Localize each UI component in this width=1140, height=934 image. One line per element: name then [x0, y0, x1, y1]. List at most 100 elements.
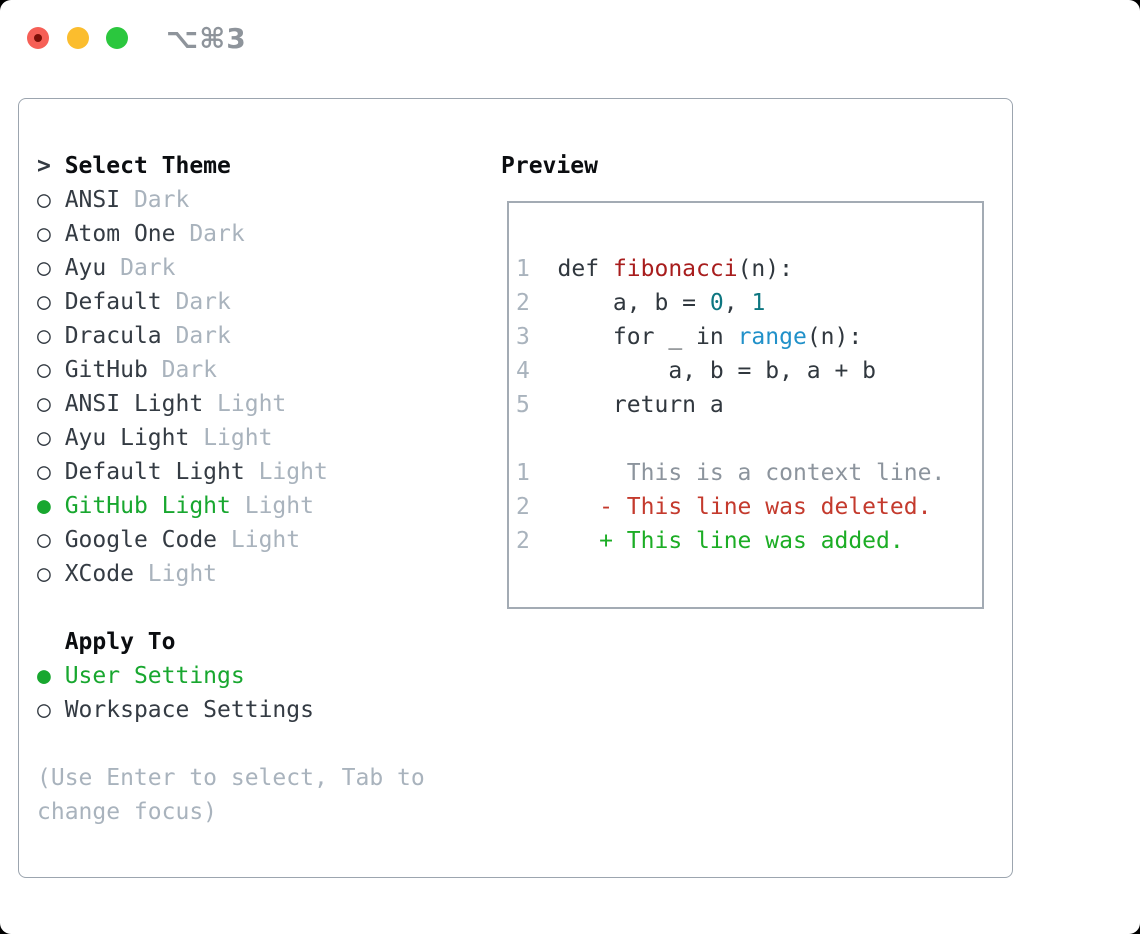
radio-icon: ○	[37, 323, 65, 349]
theme-variant-label: Dark	[133, 187, 190, 213]
preview-line: 1 This is a context line.	[516, 456, 982, 490]
focus-caret-icon: >	[37, 153, 65, 179]
theme-picker-title-row: > Select Theme	[37, 149, 425, 183]
traffic-light-close-button[interactable]	[27, 27, 49, 49]
theme-variant-label: Dark	[175, 323, 231, 349]
theme-variant-label: Dark	[189, 221, 245, 247]
main-panel: > Select Theme ○ ANSI Dark○ Atom One Dar…	[18, 98, 1013, 878]
theme-item-github-light[interactable]: ● GitHub Light Light	[37, 489, 425, 523]
theme-item-atom-one[interactable]: ○ Atom One Dark	[37, 217, 425, 251]
code-segment: fibonacci	[612, 256, 738, 282]
theme-list: ○ ANSI Dark○ Atom One Dark○ Ayu Dark○ De…	[37, 183, 425, 591]
preview-line: 3 for _ in range(n):	[516, 320, 982, 354]
code-segment: 0	[709, 290, 724, 316]
code-segment: (n):	[737, 256, 793, 282]
theme-variant-label: Light	[203, 425, 273, 451]
apply-option-workspace-settings[interactable]: ○ Workspace Settings	[37, 693, 425, 727]
line-number: 1	[516, 460, 558, 486]
radio-icon: ○	[37, 289, 65, 315]
preview-line: 5 return a	[516, 388, 982, 422]
theme-item-default[interactable]: ○ Default Dark	[37, 285, 425, 319]
spacer	[37, 591, 425, 625]
theme-variant-label: Dark	[175, 289, 231, 315]
theme-item-default-light[interactable]: ○ Default Light Light	[37, 455, 425, 489]
preview-line: 2 + This line was added.	[516, 524, 982, 558]
code-segment: - This line was deleted.	[557, 494, 932, 520]
preview-line	[516, 422, 982, 456]
line-number: 2	[516, 528, 558, 554]
radio-icon: ○	[37, 697, 65, 723]
window-titlebar: ⌥⌘3	[0, 0, 1140, 76]
radio-icon: ○	[37, 561, 65, 587]
theme-item-ansi-light[interactable]: ○ ANSI Light Light	[37, 387, 425, 421]
radio-icon: ○	[37, 221, 65, 247]
hint-text: (Use Enter to select, Tab to	[37, 765, 425, 791]
line-number: 4	[516, 358, 558, 384]
code-segment: for _ in	[557, 324, 738, 350]
preview-line: 4 a, b = b, a + b	[516, 354, 982, 388]
theme-item-ayu-light[interactable]: ○ Ayu Light Light	[37, 421, 425, 455]
theme-picker-title: Select Theme	[64, 153, 231, 179]
theme-name: GitHub	[64, 357, 162, 383]
theme-name: Atom One	[64, 221, 190, 247]
line-number: 3	[516, 324, 558, 350]
theme-name: Ayu Light	[64, 425, 204, 451]
code-segment: + This line was added.	[557, 528, 904, 554]
traffic-light-zoom-button[interactable]	[106, 27, 128, 49]
theme-variant-label: Light	[147, 561, 218, 587]
radio-icon: ○	[37, 255, 65, 281]
theme-variant-label: Light	[230, 527, 301, 553]
theme-variant-label: Light	[244, 493, 314, 519]
code-segment: range	[737, 324, 807, 350]
code-segment: a, b =	[557, 290, 710, 316]
code-segment: (n):	[806, 324, 863, 350]
theme-variant-label: Light	[217, 391, 287, 417]
theme-name: Ayu	[64, 255, 121, 281]
theme-name: Dracula	[64, 323, 176, 349]
radio-icon: ○	[37, 357, 65, 383]
theme-item-xcode[interactable]: ○ XCode Light	[37, 557, 425, 591]
code-segment: This is a context line.	[557, 460, 946, 486]
theme-item-ayu[interactable]: ○ Ayu Dark	[37, 251, 425, 285]
keyboard-hint: (Use Enter to select, Tab to change focus…	[37, 761, 425, 829]
apply-option-label: Workspace Settings	[64, 697, 314, 723]
theme-item-ansi[interactable]: ○ ANSI Dark	[37, 183, 425, 217]
code-segment: 1	[751, 290, 766, 316]
radio-selected-icon: ●	[37, 663, 65, 689]
radio-icon: ○	[37, 187, 65, 213]
theme-name: Default	[64, 289, 176, 315]
line-number: 5	[516, 392, 558, 418]
traffic-light-minimize-button[interactable]	[67, 27, 89, 49]
preview-line: 2 - This line was deleted.	[516, 490, 982, 524]
apply-to-options: ● User Settings○ Workspace Settings	[37, 659, 425, 727]
theme-item-dracula[interactable]: ○ Dracula Dark	[37, 319, 425, 353]
apply-option-user-settings[interactable]: ● User Settings	[37, 659, 425, 693]
hint-text: change focus)	[37, 799, 218, 825]
apply-to-title: Apply To	[64, 629, 176, 655]
theme-item-github[interactable]: ○ GitHub Dark	[37, 353, 425, 387]
theme-name: ANSI	[64, 187, 134, 213]
theme-name: Default Light	[64, 459, 259, 485]
theme-picker: > Select Theme ○ ANSI Dark○ Atom One Dar…	[37, 149, 425, 829]
preview-line: 1 def fibonacci(n):	[516, 252, 982, 286]
radio-icon: ○	[37, 425, 65, 451]
spacer	[37, 727, 425, 761]
window-shortcut: ⌥⌘3	[166, 22, 247, 55]
theme-variant-label: Dark	[161, 357, 218, 383]
theme-variant-label: Light	[258, 459, 328, 485]
radio-icon: ○	[37, 527, 65, 553]
line-number: 2	[516, 290, 558, 316]
indent	[37, 629, 65, 655]
line-number: 1	[516, 256, 558, 282]
code-segment: a, b = b, a + b	[557, 358, 877, 384]
theme-name: Google Code	[64, 527, 231, 553]
apply-option-label: User Settings	[64, 663, 245, 689]
theme-name: XCode	[64, 561, 148, 587]
theme-item-google-code[interactable]: ○ Google Code Light	[37, 523, 425, 557]
code-segment: return a	[557, 392, 724, 418]
line-number	[516, 426, 558, 452]
radio-selected-icon: ●	[37, 493, 65, 519]
